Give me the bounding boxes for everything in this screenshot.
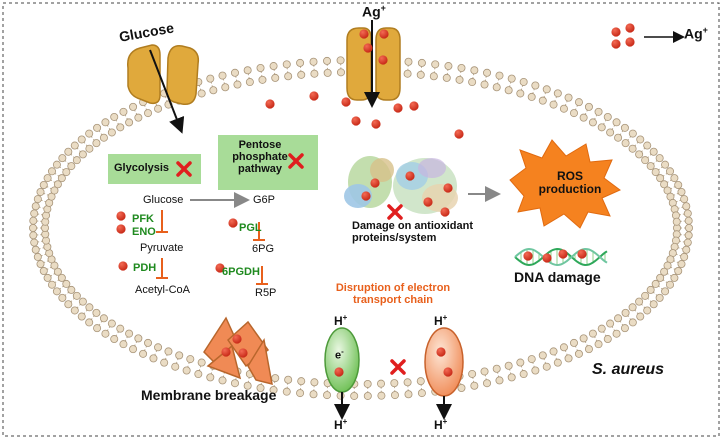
membrane-breakage-icon xyxy=(203,316,273,386)
dna-damage-label: DNA damage xyxy=(514,269,601,285)
ag-particle xyxy=(454,129,464,139)
ag-particle xyxy=(265,99,275,109)
etc-disruption-label: Disruption of electron transport chain xyxy=(335,282,451,307)
ag-particle xyxy=(351,116,361,126)
ros-label: ROS production xyxy=(538,169,602,197)
proton-top-left: H+ xyxy=(334,313,348,328)
ag-entry-label: Ag+ xyxy=(362,3,386,20)
ag-particle xyxy=(238,348,248,358)
x-mark-icon xyxy=(387,204,403,220)
pentose-box xyxy=(218,135,318,190)
6pgdh-label: 6PGDH xyxy=(222,266,260,278)
orange-carrier-icon xyxy=(424,327,464,397)
electron-label: e- xyxy=(335,347,344,362)
acetylcoa-label: Acetyl-CoA xyxy=(135,284,191,296)
ag-particle xyxy=(116,224,126,234)
ag-particle xyxy=(436,347,446,357)
species-label: S. aureus xyxy=(592,361,665,378)
proton-bottom-left: H+ xyxy=(334,417,348,432)
ag-particle xyxy=(379,29,389,39)
6pg-label: 6PG xyxy=(252,243,275,255)
ag-particle xyxy=(370,178,380,188)
ag-particle xyxy=(443,367,453,377)
ag-particle xyxy=(361,191,371,201)
ag-particle xyxy=(359,29,369,39)
ag-particle xyxy=(625,23,635,33)
ag-particle xyxy=(409,101,419,111)
proton-bottom-right: H+ xyxy=(434,417,448,432)
ag-particle xyxy=(116,211,126,221)
ag-particle xyxy=(558,249,568,259)
ag-particle xyxy=(215,263,225,273)
ag-particle xyxy=(443,183,453,193)
g6p-label: G6P xyxy=(253,194,276,206)
ag-particle xyxy=(378,55,388,65)
x-mark-icon xyxy=(390,359,406,375)
glucose-label: Glucose xyxy=(143,194,184,206)
ag-particle xyxy=(228,218,238,228)
ag-particle xyxy=(611,39,621,49)
pyruvate-label: Pyruvate xyxy=(140,242,184,254)
ag-particle xyxy=(523,251,533,261)
ros-burst-icon xyxy=(509,139,621,229)
ag-particles xyxy=(116,23,635,377)
inhibition-x-marks xyxy=(176,153,406,375)
ag-particle xyxy=(611,27,621,37)
proton-top-right: H+ xyxy=(434,313,448,328)
ag-particle xyxy=(221,347,231,357)
ag-particle xyxy=(341,97,351,107)
pgl-label: PGL xyxy=(239,222,262,234)
eno-label: ENO xyxy=(132,226,156,238)
pfk-label: PFK xyxy=(132,213,154,225)
ag-particle xyxy=(393,103,403,113)
ag-particle xyxy=(334,367,344,377)
ag-particle xyxy=(542,253,552,263)
pdh-label: PDH xyxy=(133,262,157,274)
inhibition-marks xyxy=(156,210,268,285)
x-mark-icon xyxy=(288,153,304,169)
ag-particle xyxy=(405,171,415,181)
ag-particle xyxy=(577,249,587,259)
pentose-label: Pentose phosphate pathway xyxy=(232,139,288,176)
ag-particle xyxy=(363,43,373,53)
ag-particle xyxy=(371,119,381,129)
ag-particle xyxy=(118,261,128,271)
legend-ag-label: Ag+ xyxy=(684,25,708,42)
ag-particle xyxy=(423,197,433,207)
glucose-channel-icon xyxy=(127,44,200,134)
x-mark-icon xyxy=(176,161,192,177)
ag-channel-icon xyxy=(346,20,401,108)
antioxidant-damage-label: Damage on antioxidant proteins/system xyxy=(352,220,474,245)
ag-particle xyxy=(625,37,635,47)
membrane-breakage-label: Membrane breakage xyxy=(141,387,277,403)
ag-particle xyxy=(440,207,450,217)
glycolysis-label: Glycolysis xyxy=(114,162,170,174)
ag-particle xyxy=(232,334,242,344)
ag-particle xyxy=(309,91,319,101)
r5p-label: R5P xyxy=(255,287,277,299)
